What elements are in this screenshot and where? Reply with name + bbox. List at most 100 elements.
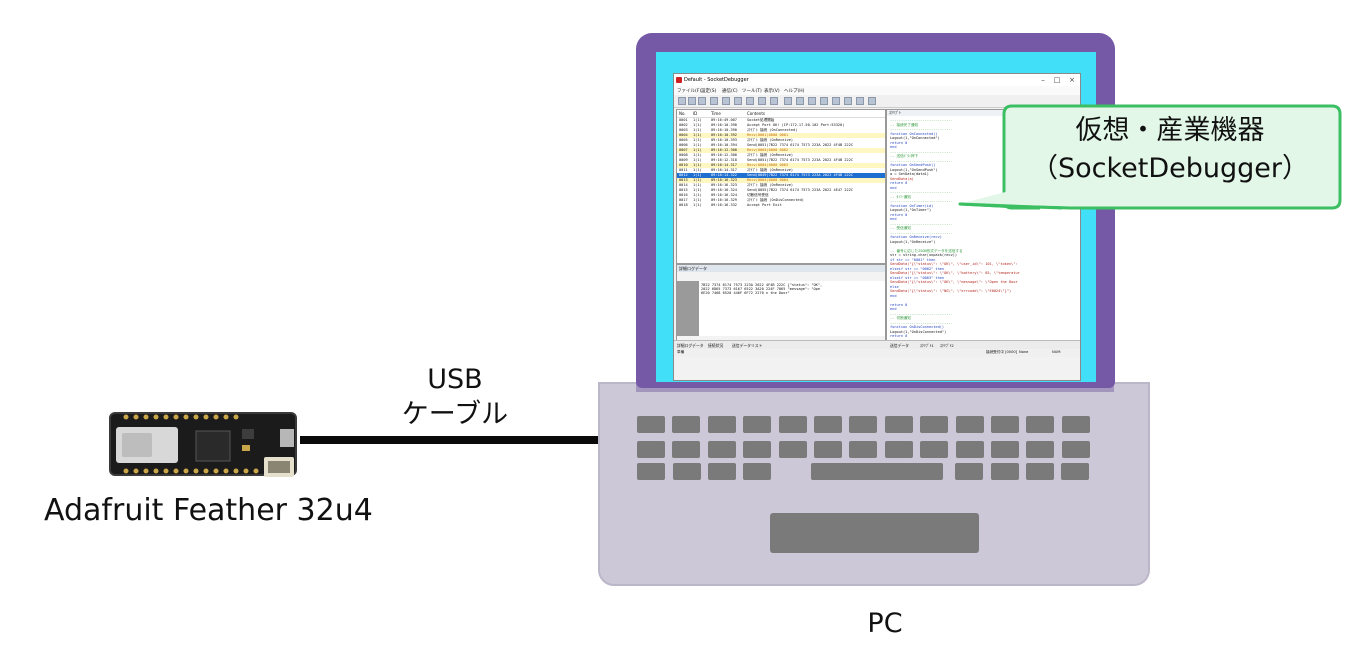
code-line: function OnConnected() [890,131,938,136]
toolbar-button-icon[interactable] [820,97,828,105]
toolbar-button-icon[interactable] [678,97,686,105]
toolbar-button-icon[interactable] [844,97,852,105]
toolbar-button-icon[interactable] [710,97,718,105]
maximize-icon[interactable]: □ [1053,76,1061,84]
menu-tools[interactable]: ツール(T) [742,89,762,94]
window-title: Default - SocketDebugger [684,77,749,83]
script-title: ｽｸﾘﾌﾟﾄ [887,110,1080,116]
menu-file[interactable]: ファイル(F) [677,89,702,94]
log-col-contents[interactable]: Contents [747,111,765,116]
toolbar-button-icon[interactable] [758,97,766,105]
log-cell-content: 切断信号受信 [747,193,769,197]
code-line: str = string.char(unpack(recv)) [890,253,958,257]
close-icon[interactable]: × [1069,76,1075,84]
tab-send-list[interactable]: 送信データリスト [732,343,763,348]
log-cell-id: 1(1) [693,128,702,132]
cable-label: USB ケーブル [395,362,515,432]
code-line: ----------------------------- [890,311,953,316]
keyboard-key [955,416,984,433]
code-line: return 0 [890,212,908,217]
log-col-time[interactable]: Time [711,111,721,116]
toolbar-button-icon[interactable] [808,97,816,105]
toolbar-button-icon[interactable] [770,97,778,105]
detail-log-pane: 詳細ログデータ 7B22 7374 6174 7573 223A 2022 4F… [676,264,886,345]
code-line: Logout(1,"OnTimer") [890,208,932,212]
menu-help[interactable]: ヘルプ(H) [784,89,805,94]
keyboard-key [1061,441,1090,458]
tab-detail-log[interactable]: 詳細ログデータ [677,343,704,348]
code-line: ----------------------------- [890,320,953,325]
log-cell-content: Recv(0004)0000 0002 [747,148,789,152]
status-num: NUM [1052,350,1061,354]
log-cell-time: 09:16:10.392 [711,133,737,137]
keyboard-key [884,416,913,433]
minimize-icon[interactable]: – [1041,76,1045,84]
status-bar: 準備 接続受付中 [0000] None NUM [674,349,1080,357]
log-cell-content: ｽｸﾘﾌﾟﾄ 接続 (OnReceive) [747,183,794,187]
toolbar-button-icon[interactable] [784,97,792,105]
code-line: ----------------------------- [890,127,953,131]
log-cell-content: ｽｸﾘﾌﾟﾄ 接続 (OnReceive) [747,138,794,142]
log-cell-time: 09:16:16.329 [711,198,737,202]
keyboard-key [920,416,949,433]
tab-connection[interactable]: 接続状況 [708,343,724,348]
detail-log-title: 詳細ログデータ [677,265,885,272]
code-line: end [890,145,897,149]
toolbar-button-icon[interactable] [832,97,840,105]
log-cell-id: 1(1) [693,148,702,152]
toolbar-button-icon[interactable] [868,97,876,105]
status-accept: 接続受付中 [0000] [986,350,1018,354]
toolbar-button-icon[interactable] [796,97,804,105]
log-cell-content: Send(0055)7B22 7374 6174 7573 223A 2022 … [747,188,854,192]
menu-settings[interactable]: 設定(S) [701,89,717,94]
log-cell-time: 09:16:12.300 [711,153,737,157]
tab-script1[interactable]: ｽｸﾘﾌﾟﾄ1 [920,343,934,348]
toolbar-button-icon[interactable] [722,97,730,105]
toolbar-button-icon[interactable] [734,97,742,105]
log-cell-content: Send(0051)7B22 7374 6174 7573 223A 2022 … [747,143,854,147]
log-col-id[interactable]: ID [693,111,698,116]
tab-script2[interactable]: ｽｸﾘﾌﾟﾄ2 [940,343,954,348]
code-line: return 0 [890,181,908,185]
toolbar-button-icon[interactable] [688,97,696,105]
toolbar-button-icon[interactable] [856,97,864,105]
log-cell-time: 09:16:16.323 [711,178,737,182]
keyboard-key [708,463,736,480]
toolbar-button-icon[interactable] [698,97,706,105]
keyboard-key [955,463,983,480]
code-line: return 0 [890,140,908,145]
keyboard-key [743,416,772,433]
code-line: function OnTimer(id) [890,203,934,208]
keyboard-key [920,441,949,458]
code-line: ----------------------------- [890,221,953,226]
keyboard-key [849,441,878,458]
code-line: SendData("{\"status\": \"OK\", \"user_id… [890,262,1018,266]
code-line: end [890,293,897,298]
menu-view[interactable]: 表示(V) [764,89,780,94]
log-cell-time: 09:16:12.300 [711,148,737,152]
tab-send-data[interactable]: 送信データ [890,343,909,348]
log-cell-no: 0017 [679,198,688,202]
toolbar-button-icon[interactable] [746,97,754,105]
log-col-no[interactable]: No. [679,111,686,116]
menu-comm[interactable]: 通信(C) [722,89,738,94]
code-line: Logout(1,"OnConnected") [890,136,940,140]
